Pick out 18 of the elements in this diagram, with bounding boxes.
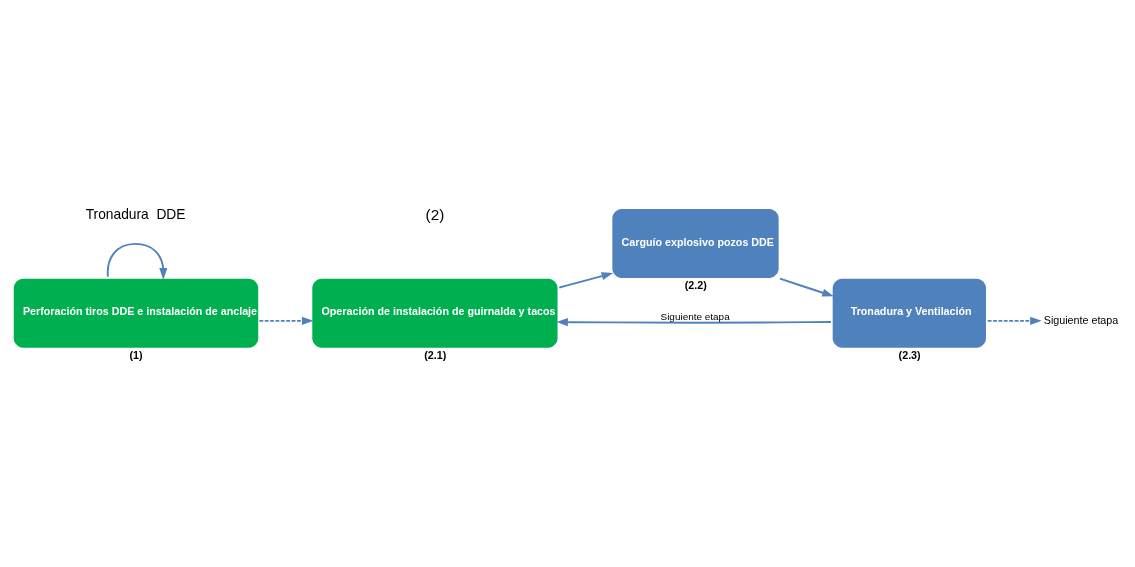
edge-label: Siguiente etapa	[660, 310, 730, 322]
node-label: (2.3)	[898, 348, 921, 361]
arrow	[556, 318, 832, 327]
node-box: Perforación tiros DDE e instalación de anclaje	[13, 278, 259, 348]
arrow	[779, 277, 834, 297]
node-text: Siguiente etapa	[1043, 313, 1119, 326]
label: (2)	[425, 205, 445, 223]
node-label: (2.2)	[684, 278, 707, 291]
label: Tronadura DDE	[85, 207, 186, 223]
node-label: (1)	[129, 348, 143, 361]
arrow	[558, 272, 614, 289]
node-box: Carguío explosivo pozos DDE	[612, 208, 779, 278]
arrow	[106, 242, 168, 280]
arrow	[986, 316, 1042, 325]
node-label: (2.1)	[424, 348, 447, 361]
node-box: Operación de instalación de guirnalda y tacos	[312, 278, 558, 348]
arrow	[258, 316, 314, 325]
node-box: Tronadura y Ventilación	[832, 278, 986, 348]
